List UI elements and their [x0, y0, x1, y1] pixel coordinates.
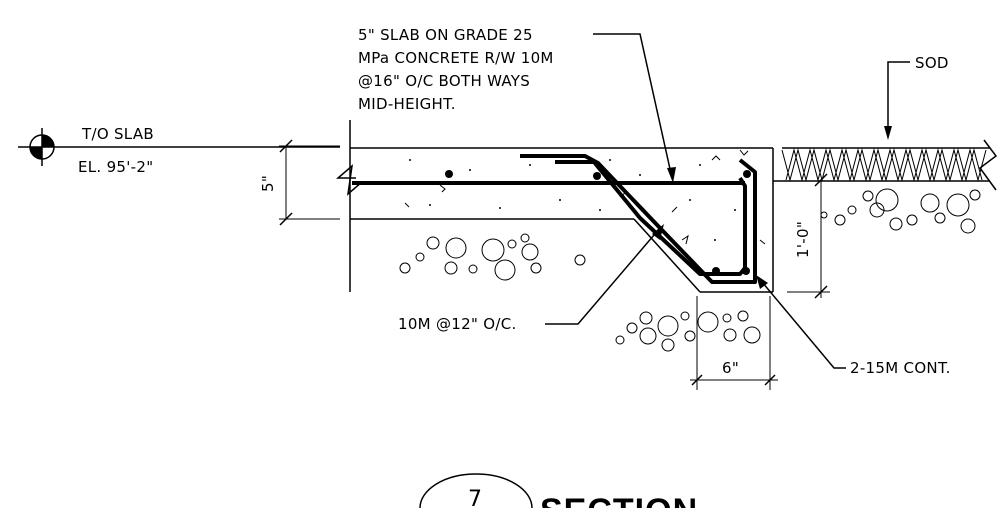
detail-title: 7 SECTION	[419, 473, 698, 508]
top-of-slab-label: T/O SLAB	[81, 125, 154, 143]
bent-bar-top	[520, 154, 757, 284]
detail-title-text: SECTION	[540, 492, 698, 508]
detail-bubble-icon	[419, 473, 533, 508]
cont-bar-dot	[593, 172, 601, 180]
concrete-stipple	[404, 149, 766, 256]
elevation-label: EL. 95'-2"	[78, 158, 153, 176]
dowel-bars-label: 10M @12" O/C.	[398, 315, 517, 333]
elevation-marker: T/O SLAB EL. 95'-2"	[18, 125, 340, 176]
cont-bars-callout: 2-15M CONT.	[756, 275, 951, 377]
concrete-slab-outline	[335, 120, 774, 293]
footing-width-dimension: 6"	[690, 296, 778, 390]
cont-bars-label: 2-15M CONT.	[850, 359, 951, 377]
slab-note-line-2: MPa CONCRETE R/W 10M	[358, 49, 554, 67]
sod-callout: SOD	[884, 54, 949, 140]
gravel-fill	[399, 188, 981, 352]
slab-note-line-4: MID-HEIGHT.	[358, 95, 456, 113]
slab-thickness-dimension: 5"	[259, 139, 340, 226]
cont-bar-dot	[445, 170, 453, 178]
cont-bar-dot	[743, 170, 751, 178]
slab-thickness-label: 5"	[259, 175, 277, 192]
reinforcement	[352, 154, 757, 284]
cont-bar-dot	[742, 267, 750, 275]
edge-depth-dimension: 1'-0"	[787, 173, 830, 299]
sod-label: SOD	[915, 54, 949, 72]
dowel-callout: 10M @12" O/C.	[398, 224, 664, 333]
slab-note-line-3: @16" O/C BOTH WAYS	[358, 72, 530, 90]
dowel-bar	[555, 160, 747, 276]
edge-depth-label: 1'-0"	[794, 221, 812, 258]
slab-note-callout: 5" SLAB ON GRADE 25 MPa CONCRETE R/W 10M…	[358, 26, 676, 183]
footing-width-label: 6"	[722, 359, 739, 377]
detail-number: 7	[468, 487, 482, 508]
slab-note-line-1: 5" SLAB ON GRADE 25	[358, 26, 533, 44]
cont-bar-dot	[712, 267, 720, 275]
sod-grade	[773, 139, 998, 191]
